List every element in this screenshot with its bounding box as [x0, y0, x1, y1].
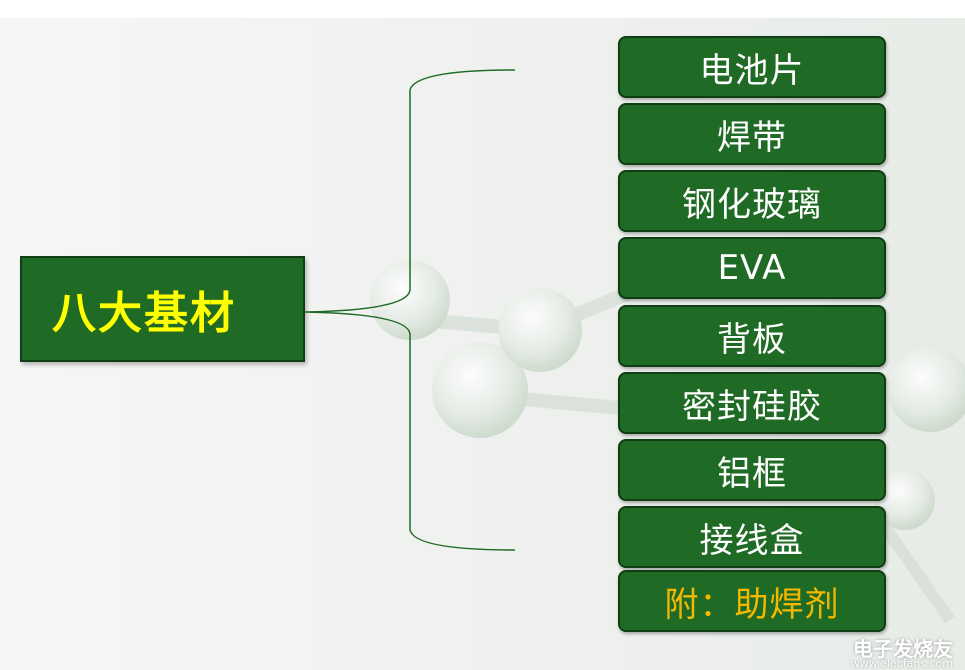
item-box: EVA: [618, 237, 886, 299]
item-label: 接线盒: [699, 520, 805, 561]
root-node-label: 八大基材: [52, 288, 236, 339]
root-node-box: 八大基材: [20, 256, 305, 362]
watermark-logo: 电子发烧友: [853, 633, 953, 662]
item-label: 背板: [717, 319, 787, 360]
item-label: 密封硅胶: [682, 386, 822, 427]
item-label: EVA: [717, 248, 787, 288]
item-box: 钢化玻璃: [618, 170, 886, 232]
item-box: 铝框: [618, 439, 886, 501]
item-label: 焊带: [717, 117, 787, 158]
item-box: 密封硅胶: [618, 372, 886, 434]
watermark-text: 电子发烧友: [853, 637, 953, 661]
item-label: 附：助焊剂: [664, 584, 840, 625]
item-box: 背板: [618, 305, 886, 367]
item-box: 电池片: [618, 36, 886, 98]
item-box: 焊带: [618, 103, 886, 165]
watermark-url: www.elecfans.com: [850, 657, 953, 670]
item-box: 附：助焊剂: [618, 570, 886, 632]
item-label: 铝框: [717, 453, 787, 494]
item-box: 接线盒: [618, 506, 886, 568]
item-label: 电池片: [699, 50, 805, 91]
item-label: 钢化玻璃: [682, 184, 822, 225]
top-white-band: [0, 0, 965, 18]
